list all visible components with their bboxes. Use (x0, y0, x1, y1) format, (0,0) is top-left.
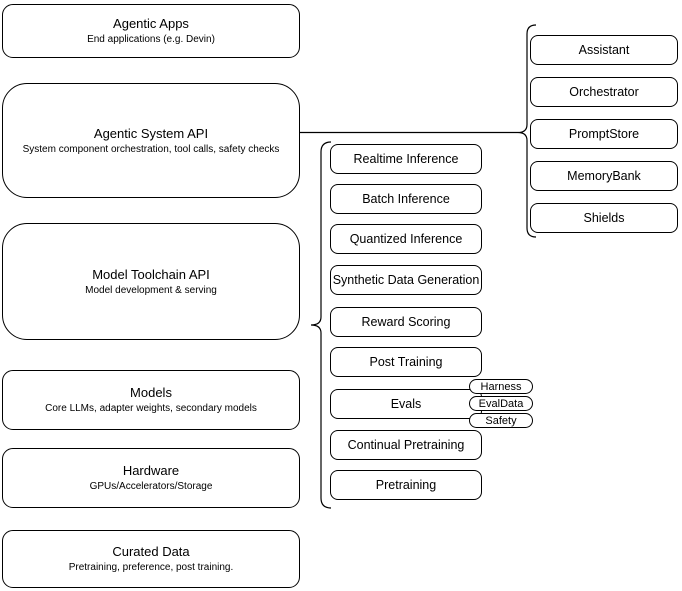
box-continual-pretraining: Continual Pretraining (330, 430, 482, 460)
tag-evaldata: EvalData (469, 396, 533, 411)
box-assistant: Assistant (530, 35, 678, 65)
box-models: Models Core LLMs, adapter weights, secon… (2, 370, 300, 430)
box-hardware: Hardware GPUs/Accelerators/Storage (2, 448, 300, 508)
toolchain-components-brace (310, 141, 332, 509)
models-subtitle: Core LLMs, adapter weights, secondary mo… (45, 403, 257, 414)
tag-safety: Safety (469, 413, 533, 428)
evals-label: Evals (390, 397, 422, 411)
curated-data-subtitle: Pretraining, preference, post training. (68, 562, 234, 573)
model-toolchain-api-title: Model Toolchain API (92, 266, 210, 282)
reward-scoring-label: Reward Scoring (361, 315, 451, 329)
memorybank-label: MemoryBank (567, 169, 641, 183)
box-memorybank: MemoryBank (530, 161, 678, 191)
box-evals: Evals (330, 389, 482, 419)
pretraining-label: Pretraining (375, 478, 437, 492)
box-orchestrator: Orchestrator (530, 77, 678, 107)
tag-harness: Harness (469, 379, 533, 394)
synthetic-data-generation-label: Synthetic Data Generation (332, 273, 480, 287)
agentic-apps-title: Agentic Apps (113, 16, 189, 31)
box-synthetic-data-generation: Synthetic Data Generation (330, 265, 482, 295)
realtime-inference-label: Realtime Inference (353, 152, 459, 166)
promptstore-label: PromptStore (568, 127, 640, 141)
agentic-apps-subtitle: End applications (e.g. Devin) (87, 34, 215, 45)
box-shields: Shields (530, 203, 678, 233)
shields-label: Shields (583, 211, 625, 225)
box-promptstore: PromptStore (530, 119, 678, 149)
curated-data-title: Curated Data (112, 544, 190, 559)
box-agentic-apps: Agentic Apps End applications (e.g. Devi… (2, 4, 300, 58)
evaldata-label: EvalData (478, 397, 524, 410)
hardware-title: Hardware (122, 463, 180, 478)
continual-pretraining-label: Continual Pretraining (347, 438, 465, 452)
box-curated-data: Curated Data Pretraining, preference, po… (2, 530, 300, 588)
box-batch-inference: Batch Inference (330, 184, 482, 214)
safety-label: Safety (485, 414, 517, 427)
box-post-training: Post Training (330, 347, 482, 377)
harness-label: Harness (480, 380, 522, 393)
box-pretraining: Pretraining (330, 470, 482, 500)
box-reward-scoring: Reward Scoring (330, 307, 482, 337)
model-toolchain-api-subtitle: Model development & serving (85, 284, 217, 296)
post-training-label: Post Training (369, 355, 443, 369)
agentic-system-api-subtitle: System component orchestration, tool cal… (22, 143, 280, 155)
box-agentic-system-api: Agentic System API System component orch… (2, 83, 300, 198)
box-realtime-inference: Realtime Inference (330, 144, 482, 174)
hardware-subtitle: GPUs/Accelerators/Storage (89, 481, 213, 492)
quantized-inference-label: Quantized Inference (349, 232, 463, 246)
box-quantized-inference: Quantized Inference (330, 224, 482, 254)
agentic-system-api-title: Agentic System API (93, 125, 209, 141)
models-title: Models (130, 385, 172, 400)
box-model-toolchain-api: Model Toolchain API Model development & … (2, 223, 300, 340)
assistant-label: Assistant (578, 43, 630, 57)
system-components-brace (517, 24, 537, 238)
batch-inference-label: Batch Inference (362, 192, 450, 206)
orchestrator-label: Orchestrator (569, 85, 639, 99)
